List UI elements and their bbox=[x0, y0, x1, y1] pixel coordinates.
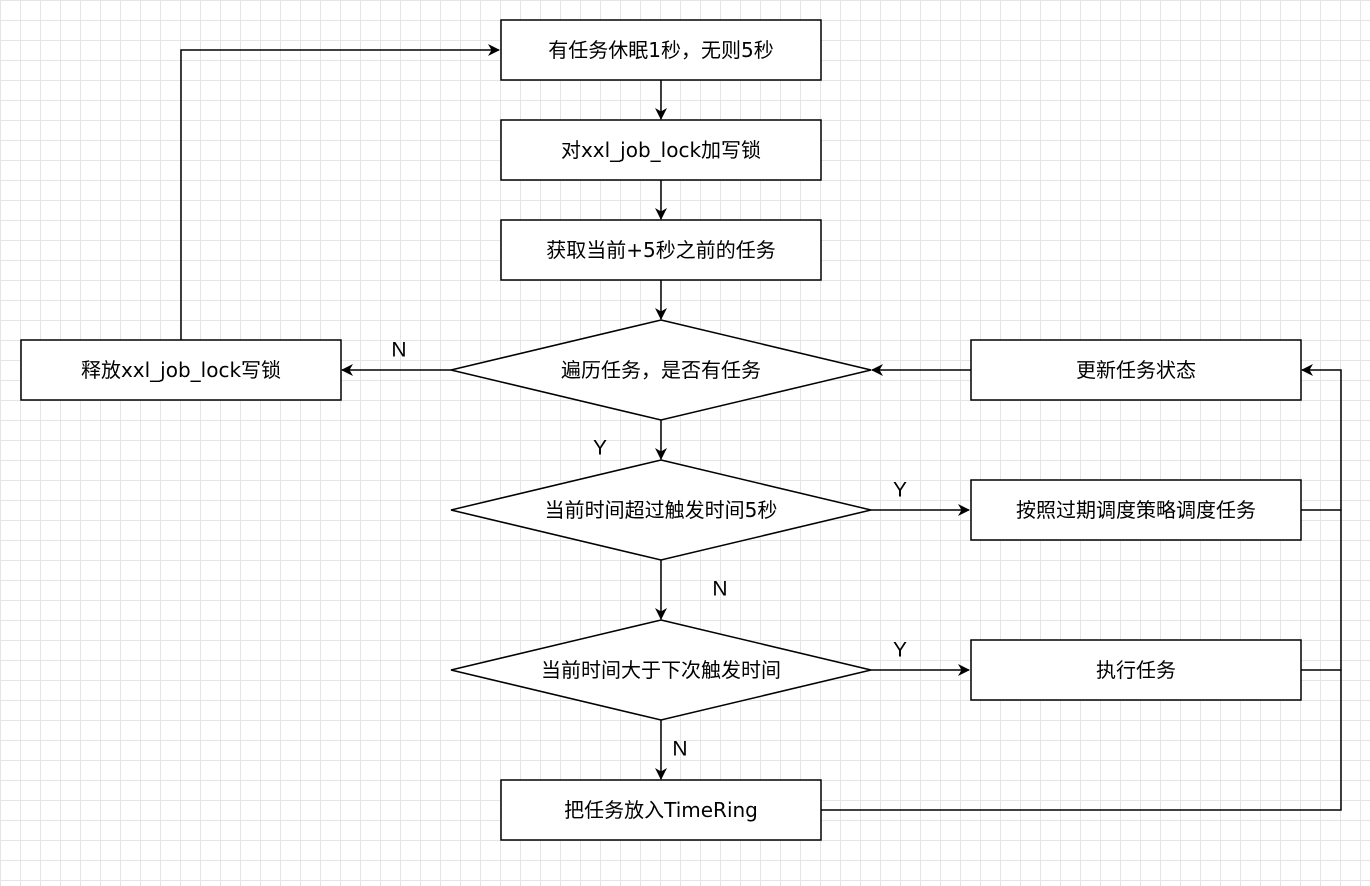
node-iterate-label: 遍历任务，是否有任务 bbox=[561, 358, 761, 382]
node-expired-check-decision[interactable]: 当前时间超过触发时间5秒 bbox=[450, 459, 872, 561]
node-execute[interactable]: 执行任务 bbox=[970, 639, 1302, 701]
label-iterate-no: N bbox=[391, 339, 406, 362]
node-release[interactable]: 释放xxl_job_lock写锁 bbox=[20, 339, 342, 401]
node-timering[interactable]: 把任务放入TimeRing bbox=[500, 779, 822, 841]
edge-schedule-to-update bbox=[1301, 364, 1342, 511]
node-expired-schedule-label: 按照过期调度策略调度任务 bbox=[1016, 498, 1256, 522]
label-expired-no: N bbox=[712, 578, 727, 601]
node-fetch-label: 获取当前+5秒之前的任务 bbox=[546, 238, 775, 262]
node-expired-schedule[interactable]: 按照过期调度策略调度任务 bbox=[970, 479, 1302, 541]
label-next-no: N bbox=[672, 738, 687, 761]
label-iterate-yes: Y bbox=[593, 437, 607, 460]
node-update-label: 更新任务状态 bbox=[1076, 358, 1196, 382]
node-timering-label: 把任务放入TimeRing bbox=[564, 798, 758, 822]
node-fetch[interactable]: 获取当前+5秒之前的任务 bbox=[500, 219, 822, 281]
node-lock[interactable]: 对xxl_job_lock加写锁 bbox=[500, 119, 822, 181]
node-update[interactable]: 更新任务状态 bbox=[970, 339, 1302, 401]
label-next-yes: Y bbox=[893, 639, 907, 662]
node-expired-check-label: 当前时间超过触发时间5秒 bbox=[545, 498, 778, 522]
node-next-check-label: 当前时间大于下次触发时间 bbox=[541, 658, 781, 682]
node-iterate-decision[interactable]: 遍历任务，是否有任务 bbox=[450, 319, 872, 421]
edge-execute-to-update bbox=[1301, 510, 1342, 671]
node-lock-label: 对xxl_job_lock加写锁 bbox=[561, 138, 761, 162]
node-next-check-decision[interactable]: 当前时间大于下次触发时间 bbox=[450, 619, 872, 721]
edges bbox=[180, 44, 1342, 811]
edge-labels: N Y Y N Y N bbox=[391, 339, 907, 761]
node-sleep[interactable]: 有任务休眠1秒，无则5秒 bbox=[500, 19, 822, 81]
label-expired-yes: Y bbox=[893, 479, 907, 502]
edge-release-to-sleep bbox=[180, 44, 500, 340]
node-execute-label: 执行任务 bbox=[1096, 658, 1176, 682]
node-sleep-label: 有任务休眠1秒，无则5秒 bbox=[548, 38, 773, 62]
node-release-label: 释放xxl_job_lock写锁 bbox=[81, 358, 281, 382]
edge-timering-to-update bbox=[821, 670, 1342, 811]
